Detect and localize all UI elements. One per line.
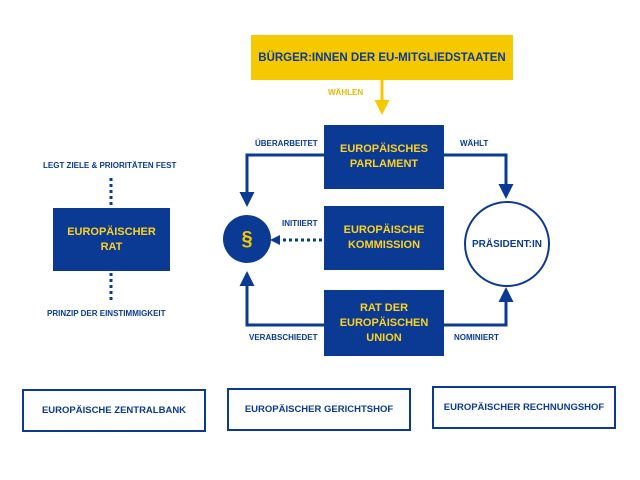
arrow-commission-to-law-head [270,235,280,245]
label-waehlt: wählt [460,139,489,148]
commission-label: Europäische Kommission [343,224,425,251]
president-circle: Präsident:in [464,201,550,287]
president-label: Präsident:in [471,238,542,250]
court-of-justice-label: Europäischer Gerichtshof [244,404,394,415]
european-council-box: Europäischer Rat [53,208,170,271]
citizens-label: Bürger:innen der EU-Mitgliedstaaten [258,51,506,64]
ecb-box: Europäische Zentralbank [22,389,206,432]
commission-box: Europäische Kommission [324,206,444,270]
arrow-parliament-to-president [444,153,514,199]
council-eu-label: Rat der Europäischen Union [339,301,429,344]
label-initiiert: initiiert [282,219,318,228]
paragraph-icon: § [241,227,253,250]
label-nominiert: nominiert [454,333,499,342]
label-ueberarbeitet: überarbeitet [255,139,318,148]
citizens-box: Bürger:innen der EU-Mitgliedstaaten [251,35,513,80]
label-prinzip: Prinzip der Einstimmigkeit [47,309,166,318]
council-eu-box: Rat der Europäischen Union [324,290,444,356]
arrow-council-to-law [239,271,324,327]
european-council-label: Europäischer Rat [67,225,156,253]
parliament-label: Europäisches Parlament [339,143,429,170]
label-verabschiedet: verabschiedet [249,333,318,342]
court-of-justice-box: Europäischer Gerichtshof [227,388,411,431]
arrow-parliament-to-law [239,153,324,207]
ecb-label: Europäische Zentralbank [41,405,187,416]
parliament-box: Europäisches Parlament [324,125,444,189]
court-of-auditors-label: Europäischer Rechnungshof [443,402,605,413]
law-symbol-circle: § [223,215,271,263]
label-waehlen: wählen [328,88,364,97]
arrow-council-to-president [444,287,514,327]
label-legt-ziele: legt Ziele & Prioritäten fest [43,161,177,170]
court-of-auditors-box: Europäischer Rechnungshof [432,386,616,429]
